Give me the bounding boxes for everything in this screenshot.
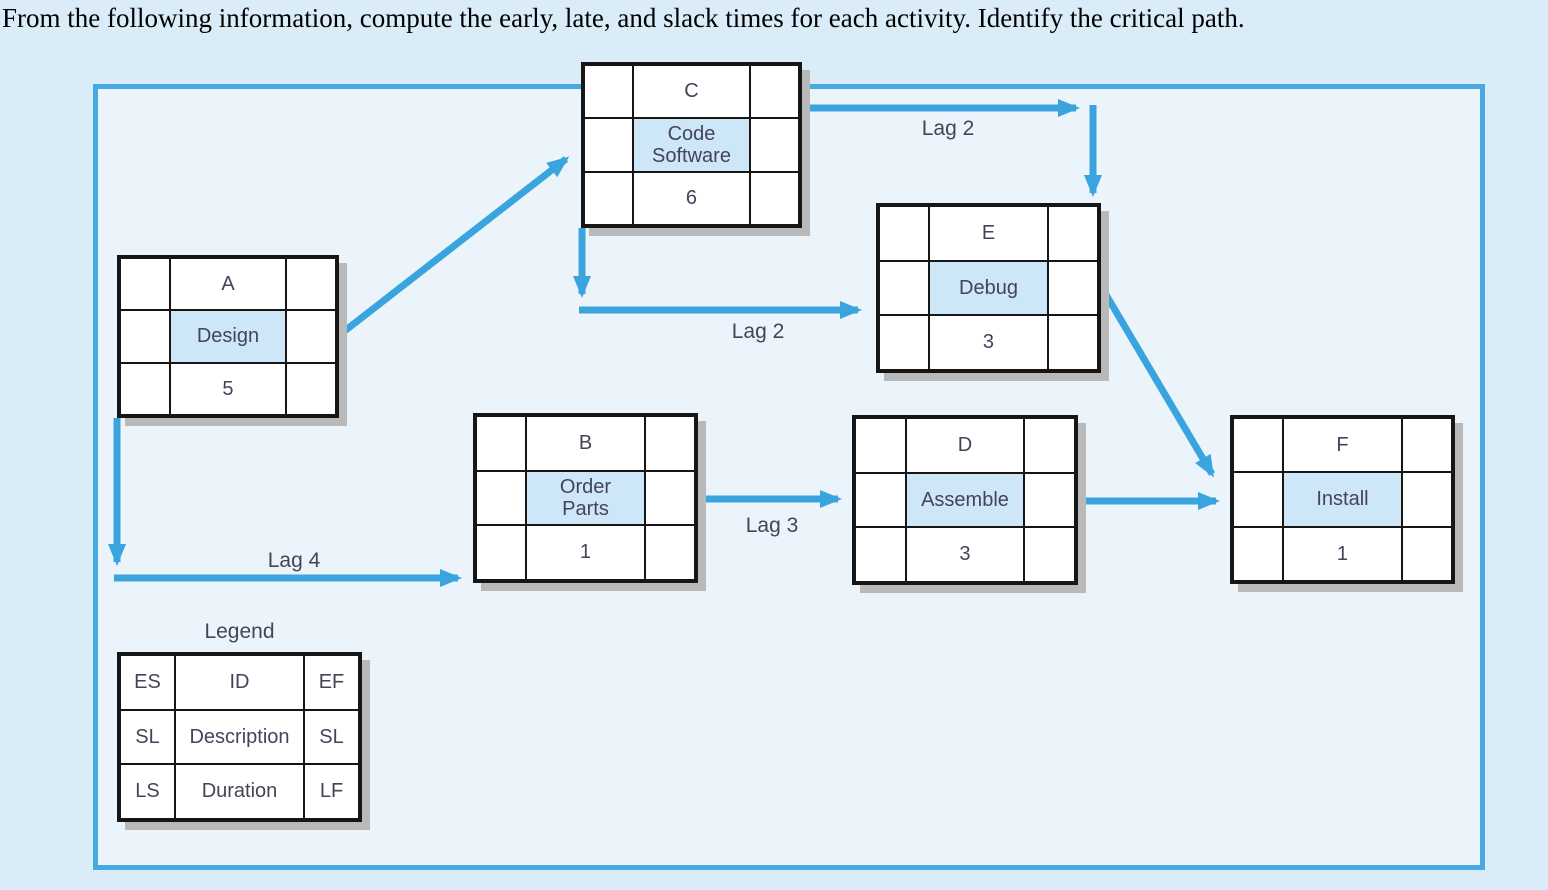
legend-id-cell: ID — [174, 655, 305, 710]
sl-right-cell — [1024, 472, 1075, 528]
problem-statement: From the following information, compute … — [2, 3, 1245, 33]
activity-node-f: F Install 1 — [1230, 415, 1455, 584]
sl-right-cell — [1401, 472, 1452, 527]
sl-left-cell — [855, 472, 906, 528]
duration-cell: 5 — [169, 362, 287, 415]
lf-cell — [1047, 315, 1098, 370]
sl-left-cell — [476, 470, 527, 526]
es-cell — [120, 258, 170, 311]
es-cell — [1233, 418, 1284, 473]
description-cell: Install — [1283, 472, 1402, 527]
ef-cell — [644, 416, 695, 471]
description-cell: Debug — [929, 260, 1048, 316]
ls-cell — [1233, 526, 1284, 581]
duration-cell: 1 — [526, 525, 645, 580]
lf-cell — [1401, 526, 1452, 581]
id-cell: B — [526, 416, 645, 471]
legend-table: ES ID EF SL Description SL LS Duration L… — [117, 652, 362, 822]
activity-node-b: B Order Parts 1 — [473, 413, 698, 583]
legend-title: Legend — [204, 620, 275, 643]
duration-cell: 6 — [633, 171, 750, 225]
lf-cell — [749, 171, 799, 225]
id-cell: C — [633, 65, 750, 119]
ef-cell — [1047, 206, 1098, 261]
lag-label-c-to-e-top: Lag 2 — [921, 117, 975, 140]
ls-cell — [879, 315, 930, 370]
lf-cell — [286, 362, 336, 415]
sl-right-cell — [286, 310, 336, 363]
es-cell — [879, 206, 930, 261]
sl-right-cell — [644, 470, 695, 526]
activity-node-e: E Debug 3 — [876, 203, 1101, 373]
ef-cell — [749, 65, 799, 119]
connector-a-to-c — [339, 156, 570, 336]
ls-cell — [476, 525, 527, 580]
sl-right-cell — [749, 118, 799, 172]
legend-ls-cell: LS — [120, 764, 175, 819]
lag-label-a-to-b: Lag 4 — [267, 549, 321, 572]
ef-cell — [286, 258, 336, 311]
description-cell: Design — [169, 310, 287, 363]
ef-cell — [1401, 418, 1452, 473]
description-cell: Code Software — [633, 118, 750, 172]
lag-label-b-to-d: Lag 3 — [745, 514, 799, 537]
sl-left-cell — [584, 118, 634, 172]
description-cell: Order Parts — [526, 470, 645, 526]
ls-cell — [120, 362, 170, 415]
id-cell: A — [169, 258, 287, 311]
duration-cell: 3 — [929, 315, 1048, 370]
ef-cell — [1024, 418, 1075, 473]
ls-cell — [855, 527, 906, 582]
legend-lf-cell: LF — [304, 764, 359, 819]
es-cell — [855, 418, 906, 473]
legend-duration-cell: Duration — [174, 764, 305, 819]
sl-left-cell — [120, 310, 170, 363]
legend-ef-cell: EF — [304, 655, 359, 710]
id-cell: D — [905, 418, 1025, 473]
lf-cell — [644, 525, 695, 580]
legend-es-cell: ES — [120, 655, 175, 710]
activity-node-d: D Assemble 3 — [852, 415, 1078, 585]
ls-cell — [584, 171, 634, 225]
lag-label-c-to-e-left: Lag 2 — [731, 320, 785, 343]
activity-node-a: A Design 5 — [117, 255, 339, 418]
duration-cell: 3 — [905, 527, 1025, 582]
sl-left-cell — [879, 260, 930, 316]
id-cell: F — [1283, 418, 1402, 473]
connector-e-to-f — [1098, 286, 1216, 478]
activity-node-c: C Code Software 6 — [581, 62, 802, 228]
legend-sl-right-cell: SL — [304, 709, 359, 765]
id-cell: E — [929, 206, 1048, 261]
es-cell — [476, 416, 527, 471]
legend-description-cell: Description — [174, 709, 305, 765]
sl-right-cell — [1047, 260, 1098, 316]
sl-left-cell — [1233, 472, 1284, 527]
duration-cell: 1 — [1283, 526, 1402, 581]
legend-sl-left-cell: SL — [120, 709, 175, 765]
es-cell — [584, 65, 634, 119]
description-cell: Assemble — [905, 472, 1025, 528]
lf-cell — [1024, 527, 1075, 582]
